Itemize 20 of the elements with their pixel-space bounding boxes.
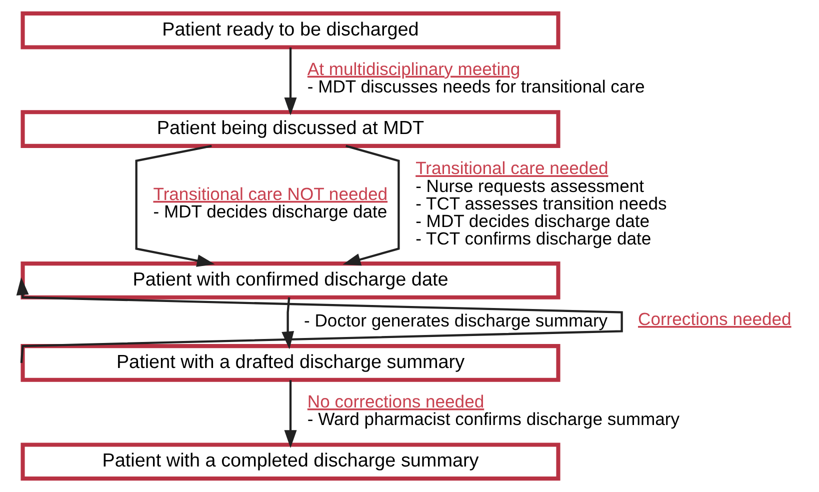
arrow: [282, 297, 294, 350]
node-box: Patient being discussed at MDT: [20, 110, 560, 148]
edge-label: No corrections needed: [307, 391, 484, 412]
arrow: [16, 277, 623, 364]
arrow: [284, 380, 297, 448]
node-box: Patient with a drafted discharge summary: [20, 344, 560, 382]
arrow: [284, 48, 297, 116]
node-box: Patient with a completed discharge summary: [20, 442, 560, 481]
label: - MDT decides discharge date: [416, 210, 650, 231]
arrow: [135, 144, 215, 267]
node-box: Patient with confirmed discharge date: [20, 262, 560, 300]
node-box: Patient ready to be discharged: [20, 11, 560, 50]
edge-label: Transitional care needed: [416, 158, 608, 178]
label: - Nurse requests assessment: [416, 176, 644, 196]
edge-label: Corrections needed: [638, 308, 792, 329]
edge-label: Transitional care NOT needed: [153, 184, 388, 204]
label: - Doctor generates discharge summary: [304, 310, 608, 330]
label: - MDT decides discharge date: [153, 201, 388, 222]
arrow: [342, 144, 400, 266]
label: - Ward pharmacist confirms discharge summary: [307, 409, 680, 430]
